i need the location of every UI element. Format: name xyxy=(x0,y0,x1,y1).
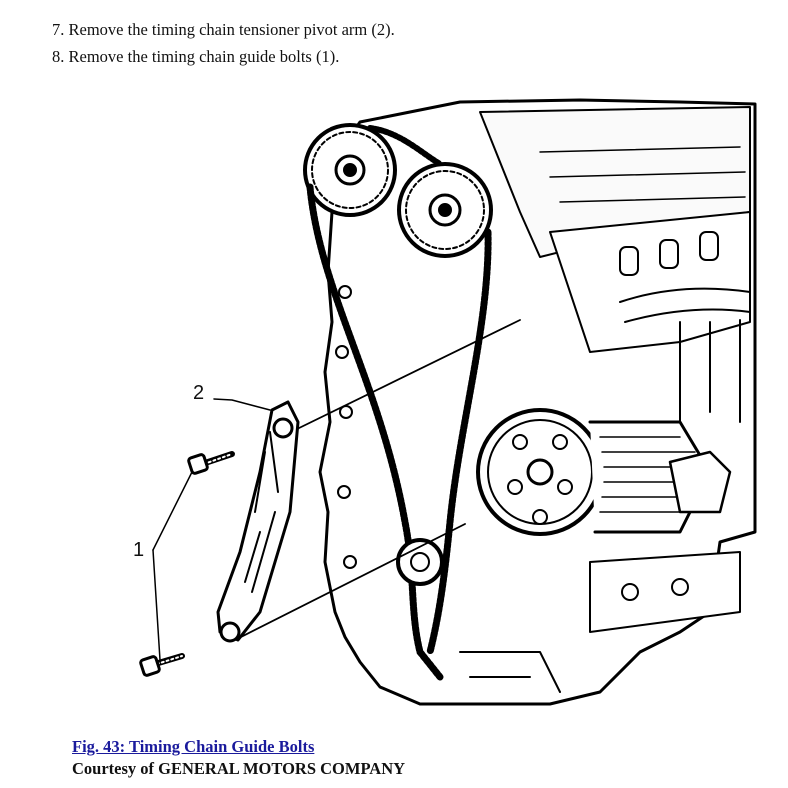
instruction-step-8: 8. Remove the timing chain guide bolts (… xyxy=(52,47,340,66)
callout-2: 2 xyxy=(193,382,205,404)
figure-caption-link[interactable]: Fig. 43: Timing Chain Guide Bolts xyxy=(72,737,315,756)
callout-1: 1 xyxy=(133,539,145,561)
timing-chain-figure: 2 1 xyxy=(120,92,770,707)
courtesy-credit: Courtesy of GENERAL MOTORS COMPANY xyxy=(72,759,406,778)
engine-line-art-icon xyxy=(139,98,757,706)
instruction-step-7: 7. Remove the timing chain tensioner piv… xyxy=(52,20,395,39)
